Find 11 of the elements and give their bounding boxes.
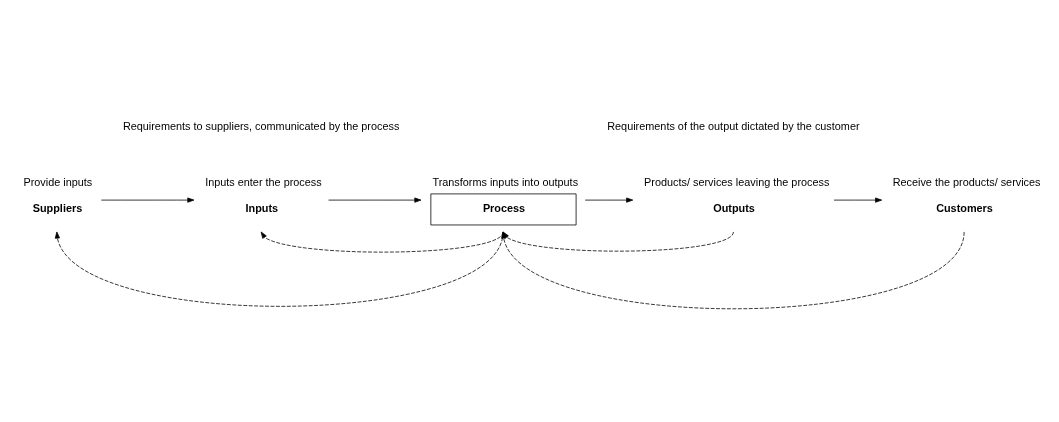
node-label: Inputs enter the process bbox=[205, 176, 322, 189]
label: Requirements of the output dictated by the customer bbox=[607, 119, 860, 132]
node-label: Provide inputs bbox=[23, 176, 93, 189]
node-text: Outputs bbox=[713, 201, 755, 214]
node-text: Customers bbox=[936, 201, 993, 214]
node-label: Transforms inputs into outputs bbox=[432, 176, 579, 189]
node-text: Suppliers bbox=[32, 201, 83, 214]
node-label: Products/ services leaving the process bbox=[644, 176, 830, 189]
label: Requirements to suppliers, communicated by the process bbox=[122, 119, 400, 132]
node-label: Receive the products/ services bbox=[892, 176, 1041, 189]
node-text: Inputs bbox=[245, 201, 279, 214]
